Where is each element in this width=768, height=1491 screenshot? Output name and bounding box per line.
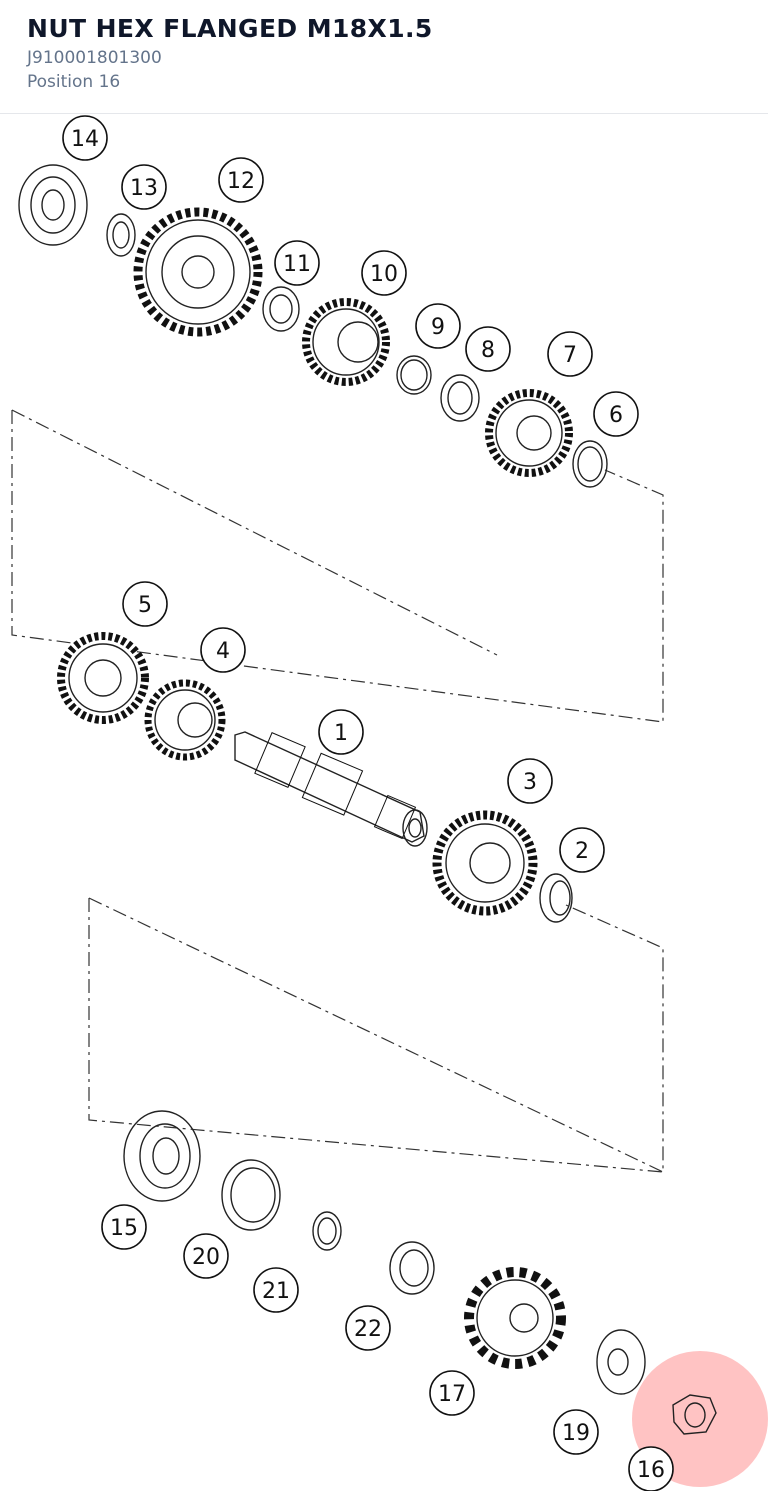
part-19-lock-washer[interactable] [596,1329,646,1395]
callout-circle [318,709,364,755]
callout-9[interactable]: 9 [415,303,461,349]
callout-label: 7 [563,343,577,368]
callout-circle [200,627,246,673]
callout-circle [253,1267,299,1313]
callout-label: 15 [110,1216,138,1241]
assembly-guide-lower [88,898,664,1173]
assembly-guide-lower-top [88,897,664,1173]
part-22-spacer[interactable] [389,1241,435,1295]
callout-20[interactable]: 20 [183,1233,229,1279]
callout-4[interactable]: 4 [200,627,246,673]
callout-3[interactable]: 3 [507,758,553,804]
part-number: J910001801300 [27,48,162,68]
callout-21[interactable]: 21 [253,1267,299,1313]
callout-circle [121,164,167,210]
callout-circle [62,115,108,161]
callout-circle [553,1409,599,1455]
part-7-gear[interactable] [485,389,573,477]
part-position: Position 16 [27,72,121,92]
callout-label: 2 [575,839,589,864]
callout-8[interactable]: 8 [465,326,511,372]
callout-14[interactable]: 14 [62,115,108,161]
callout-circle [465,326,511,372]
part-12-gear[interactable] [133,207,263,337]
callout-10[interactable]: 10 [361,250,407,296]
callout-label: 6 [609,403,623,428]
callout-12[interactable]: 12 [218,157,264,203]
part-header: NUT HEX FLANGED M18X1.5 J910001801300 Po… [0,0,768,114]
callout-label: 4 [216,639,230,664]
callout-circle [559,827,605,873]
callout-label: 21 [262,1279,290,1304]
callout-17[interactable]: 17 [429,1370,475,1416]
callout-label: 1 [334,721,348,746]
callout-circle [274,240,320,286]
callout-circle [593,391,639,437]
callout-2[interactable]: 2 [559,827,605,873]
callout-circle [122,581,168,627]
part-21-o-ring[interactable] [312,1211,342,1251]
callout-circle [183,1233,229,1279]
callout-label: 10 [370,262,398,287]
callout-11[interactable]: 11 [274,240,320,286]
callout-5[interactable]: 5 [122,581,168,627]
callout-circle [101,1204,147,1250]
callout-circle [218,157,264,203]
callout-7[interactable]: 7 [547,331,593,377]
part-9-circlip[interactable] [396,355,432,395]
callout-circle [429,1370,475,1416]
callout-15[interactable]: 15 [101,1204,147,1250]
callout-label: 17 [438,1382,466,1407]
callout-label: 8 [481,338,495,363]
callout-13[interactable]: 13 [121,164,167,210]
part-15-bearing[interactable] [123,1110,201,1202]
callout-label: 12 [227,169,255,194]
callout-label: 11 [283,252,311,277]
callout-label: 22 [354,1317,382,1342]
callout-label: 13 [130,176,158,201]
callout-6[interactable]: 6 [593,391,639,437]
part-8-bushing[interactable] [440,374,480,422]
part-1-shaft[interactable] [234,731,428,847]
part-14-bearing[interactable] [18,164,88,246]
part-10-gear[interactable] [302,298,390,386]
callout-16[interactable]: 16 [628,1446,674,1491]
part-5-gear[interactable] [57,632,149,724]
callout-1[interactable]: 1 [318,709,364,755]
part-17-sprocket[interactable] [464,1267,566,1369]
callout-circle [415,303,461,349]
callout-label: 9 [431,315,445,340]
part-20-seal[interactable] [221,1159,281,1231]
part-3-gear[interactable] [432,810,538,916]
callout-label: 19 [562,1421,590,1446]
callout-circle [345,1305,391,1351]
part-4-gear[interactable] [144,679,226,761]
callout-circle [361,250,407,296]
callout-circle [507,758,553,804]
callout-label: 14 [71,127,99,152]
part-2-bushing[interactable] [539,873,573,923]
callout-label: 3 [523,770,537,795]
callout-label: 5 [138,593,152,618]
callout-22[interactable]: 22 [345,1305,391,1351]
callout-label: 16 [637,1458,665,1483]
part-13-washer[interactable] [106,213,136,257]
part-title: NUT HEX FLANGED M18X1.5 [27,14,433,43]
callout-19[interactable]: 19 [553,1409,599,1455]
assembly-guide-upper-top [11,409,498,656]
callout-circle [547,331,593,377]
callout-label: 20 [192,1245,220,1270]
callout-circle [628,1446,674,1491]
part-6-washer[interactable] [572,440,608,488]
part-11-bushing[interactable] [262,286,300,332]
